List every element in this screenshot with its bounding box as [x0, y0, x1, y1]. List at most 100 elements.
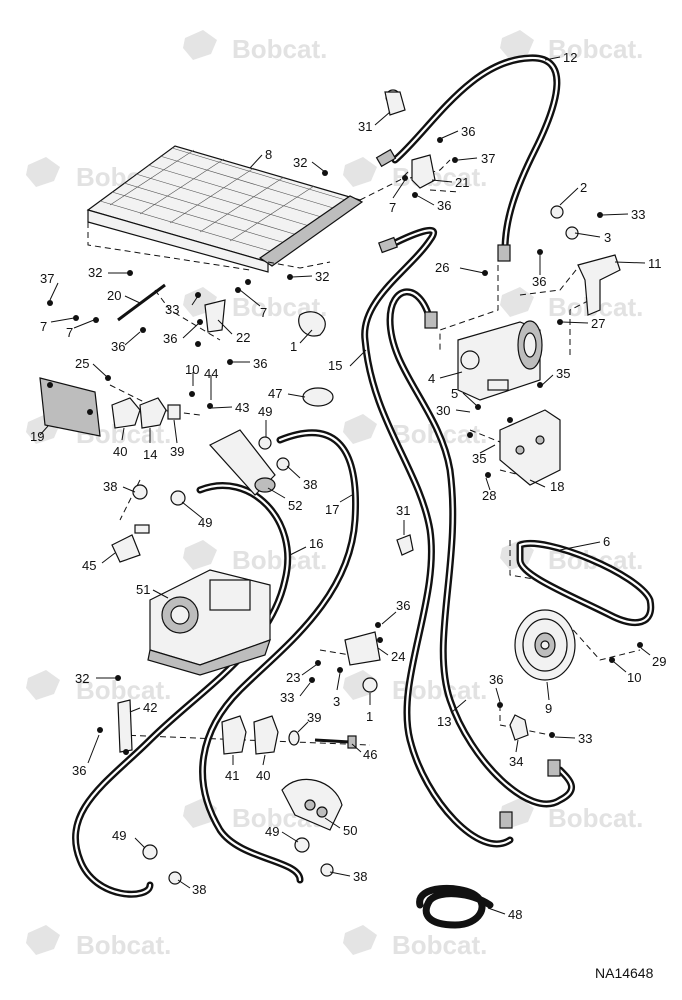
bobcat-logo-icon	[26, 925, 60, 955]
watermark-16: Bobcat.	[343, 925, 487, 960]
callout-35: 35	[472, 451, 486, 466]
clamp-blocks-lower	[221, 715, 279, 755]
bracket-21	[411, 154, 436, 189]
bolt-46	[314, 735, 357, 749]
fitting-31-top	[384, 89, 406, 116]
callout-18: 18	[550, 479, 564, 494]
callout-41: 41	[225, 768, 239, 783]
callout-44: 44	[204, 366, 218, 381]
fitting-31-mid	[396, 534, 414, 556]
callout-46: 46	[363, 747, 377, 762]
callout-35: 35	[556, 366, 570, 381]
callout-36: 36	[111, 339, 125, 354]
hose-15	[361, 226, 514, 848]
condenser	[86, 145, 364, 273]
callout-2: 2	[580, 180, 587, 195]
fitting-45	[111, 524, 150, 563]
callout-20: 20	[107, 288, 121, 303]
compressor-mount-bracket	[499, 409, 561, 486]
callout-22: 22	[236, 330, 250, 345]
callout-36: 36	[72, 763, 86, 778]
washer-39	[288, 730, 300, 746]
hose-17	[199, 429, 360, 884]
watermark-6: Bobcat.	[500, 287, 643, 322]
callout-21: 21	[455, 175, 469, 190]
watermark-text: Bobcat.	[548, 803, 643, 833]
heat-shield	[39, 377, 101, 437]
callout-31: 31	[358, 119, 372, 134]
callout-32: 32	[88, 265, 102, 280]
watermark-1: Bobcat.	[183, 30, 327, 64]
watermark-9: Bobcat.	[183, 540, 327, 575]
small-clamps	[132, 205, 579, 885]
callout-42: 42	[143, 700, 157, 715]
watermark-14: Bobcat.	[500, 798, 643, 833]
callout-38: 38	[192, 882, 206, 897]
callout-36: 36	[253, 356, 267, 371]
callout-11: 11	[648, 256, 662, 271]
leader-lines	[39, 56, 651, 915]
callout-27: 27	[591, 316, 605, 331]
callout-23: 23	[286, 670, 300, 685]
watermark-15: Bobcat.	[26, 925, 171, 960]
callout-4: 4	[428, 371, 435, 386]
callout-38: 38	[303, 477, 317, 492]
callout-17: 17	[325, 502, 339, 517]
hose-clamp-47	[302, 387, 334, 407]
watermark-2: Bobcat.	[500, 30, 643, 64]
hose-12	[391, 54, 561, 254]
callout-52: 52	[288, 498, 302, 513]
callout-25: 25	[75, 356, 89, 371]
callout-5: 5	[451, 386, 458, 401]
callout-32: 32	[293, 155, 307, 170]
callout-40: 40	[256, 768, 270, 783]
callout-36: 36	[437, 198, 451, 213]
callout-14: 14	[143, 447, 157, 462]
callout-36: 36	[461, 124, 475, 139]
callout-3: 3	[333, 694, 340, 709]
callout-16: 16	[309, 536, 323, 551]
watermark-text: Bobcat.	[392, 930, 487, 960]
watermark-11: Bobcat.	[26, 670, 171, 705]
callout-30: 30	[436, 403, 450, 418]
pulley	[514, 609, 576, 681]
bobcat-logo-icon	[183, 30, 217, 60]
callout-13: 13	[437, 714, 451, 729]
watermark-text: Bobcat.	[76, 930, 171, 960]
callout-48: 48	[508, 907, 522, 922]
callout-36: 36	[163, 331, 177, 346]
callout-36: 36	[396, 598, 410, 613]
callout-10: 10	[627, 670, 641, 685]
watermark-text: Bobcat.	[76, 675, 171, 705]
bobcat-logo-icon	[26, 670, 60, 700]
bobcat-logo-icon	[183, 540, 217, 570]
bracket-22	[204, 299, 226, 333]
callout-47: 47	[268, 386, 282, 401]
callout-33: 33	[280, 690, 294, 705]
hose-16	[71, 482, 292, 898]
callout-29: 29	[652, 654, 666, 669]
callout-8: 8	[265, 147, 272, 162]
callout-3: 3	[604, 230, 611, 245]
callout-1: 1	[290, 339, 297, 354]
callout-37: 37	[40, 271, 54, 286]
callout-38: 38	[353, 869, 367, 884]
bobcat-logo-icon	[343, 925, 377, 955]
callout-51: 51	[136, 582, 150, 597]
callout-10: 10	[185, 362, 199, 377]
callout-19: 19	[30, 429, 44, 444]
callout-33: 33	[165, 302, 179, 317]
bobcat-logo-icon	[26, 157, 60, 187]
watermark-8: Bobcat.	[343, 414, 487, 449]
watermark-text: Bobcat.	[232, 34, 327, 64]
callout-45: 45	[82, 558, 96, 573]
callout-34: 34	[509, 754, 523, 769]
callout-7: 7	[40, 319, 47, 334]
watermark-text: Bobcat.	[548, 34, 643, 64]
figure-id: NA14648	[595, 965, 654, 981]
callout-40: 40	[113, 444, 127, 459]
bobcat-logo-icon	[343, 414, 377, 444]
watermark-4: Bobcat.	[343, 157, 487, 192]
bobcat-logo-icon	[500, 30, 534, 60]
watermark-text: Bobcat.	[392, 162, 487, 192]
